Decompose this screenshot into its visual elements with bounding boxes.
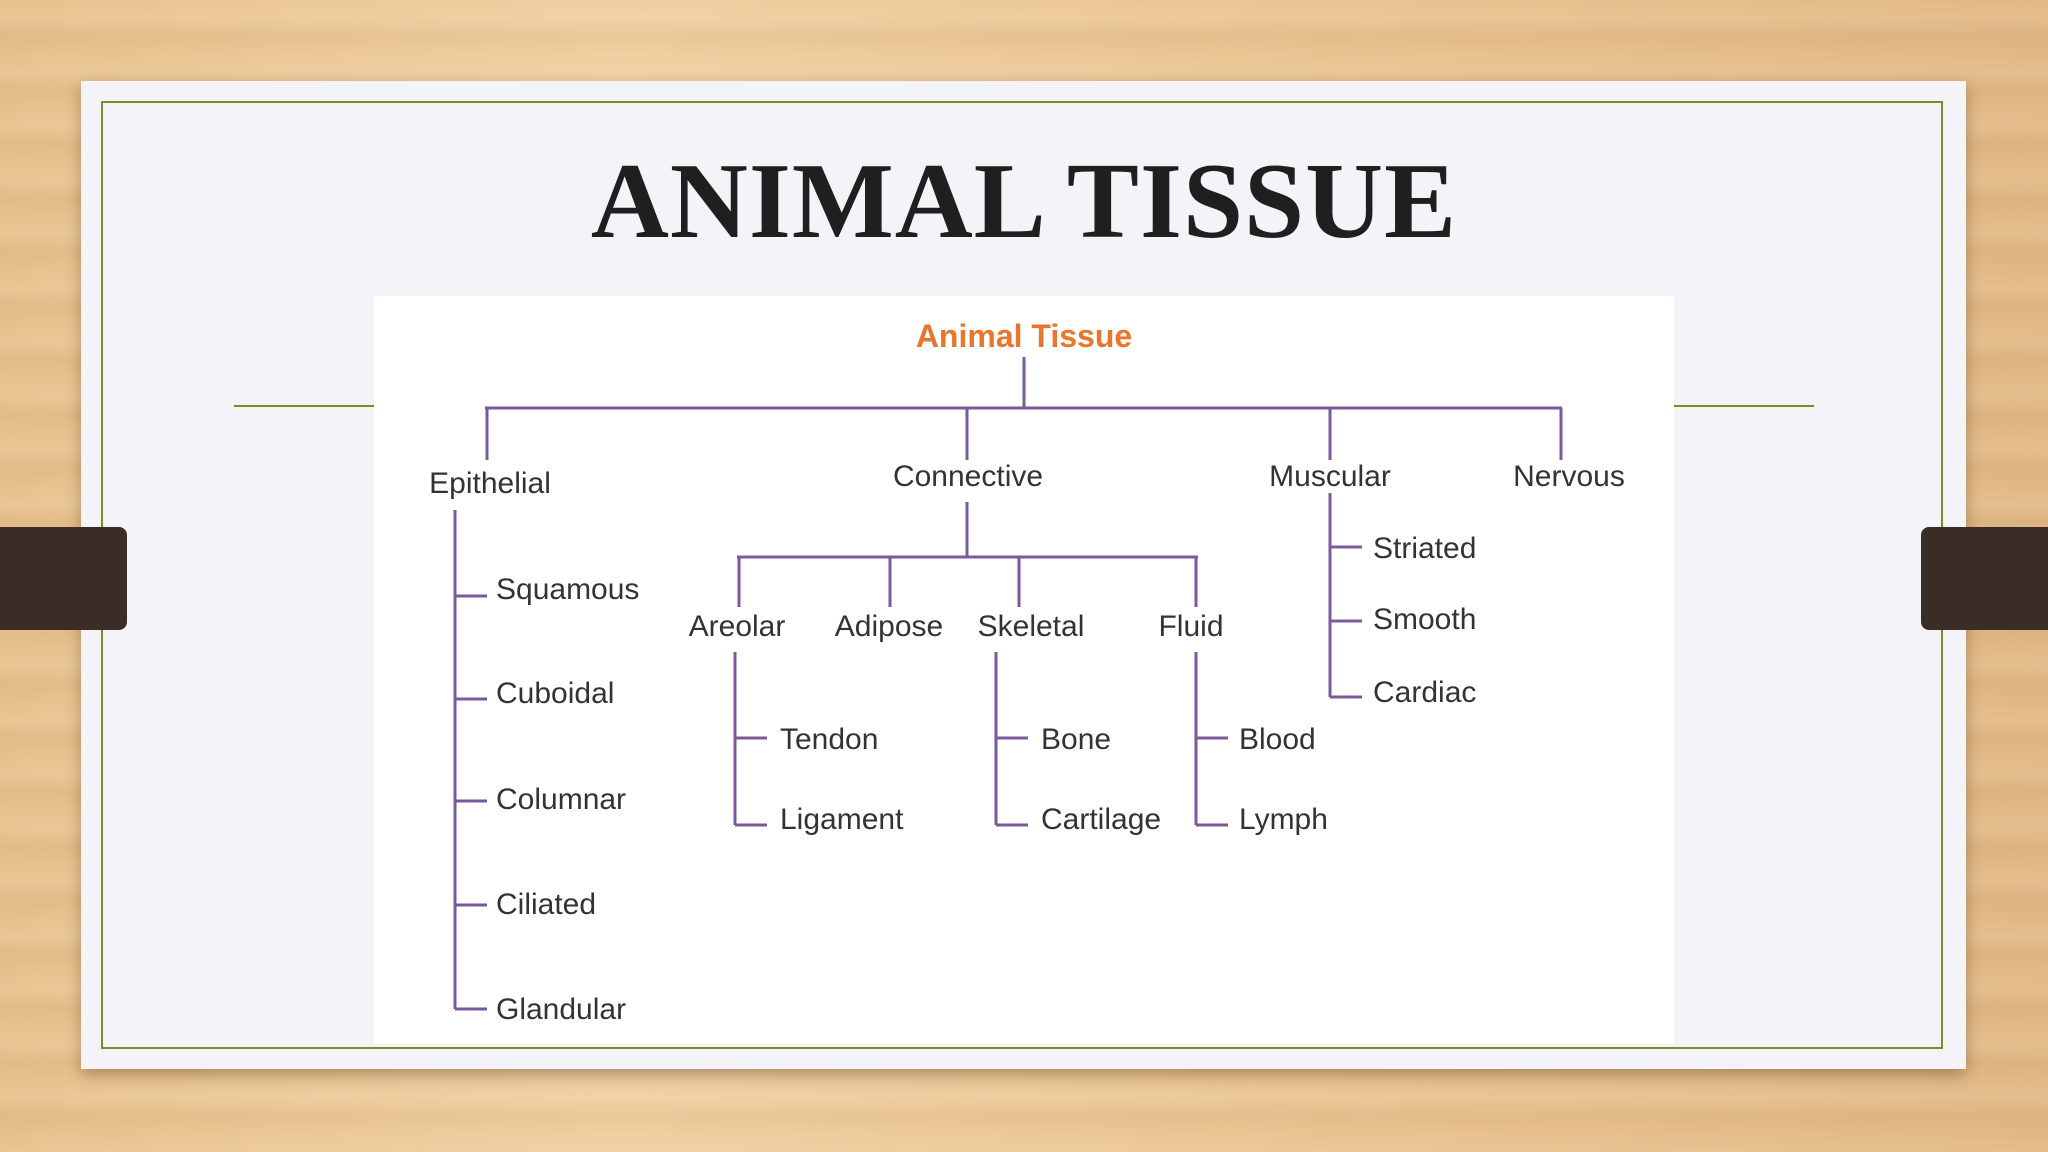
- diagram-panel: [374, 296, 1674, 1044]
- node-bone: Bone: [1041, 723, 1111, 756]
- slide-title: ANIMAL TISSUE: [590, 142, 1458, 261]
- node-cuboidal: Cuboidal: [496, 677, 614, 710]
- node-epithelial: Epithelial: [429, 467, 551, 500]
- node-nervous: Nervous: [1513, 460, 1625, 493]
- node-columnar: Columnar: [496, 783, 626, 816]
- node-glandular: Glandular: [496, 993, 626, 1026]
- node-striated: Striated: [1373, 532, 1476, 565]
- node-fluid: Fluid: [1158, 610, 1223, 643]
- node-tendon: Tendon: [780, 723, 878, 756]
- node-cardiac: Cardiac: [1373, 676, 1476, 709]
- title-rule-left: [234, 405, 374, 407]
- node-squamous: Squamous: [496, 573, 639, 606]
- node-adipose: Adipose: [835, 610, 943, 643]
- node-smooth: Smooth: [1373, 603, 1476, 636]
- binder-tab-right: [1921, 527, 2048, 630]
- node-connective: Connective: [893, 460, 1043, 493]
- node-ligament: Ligament: [780, 803, 904, 836]
- title-rule-right: [1674, 405, 1814, 407]
- node-cartilage: Cartilage: [1041, 803, 1161, 836]
- root-node: Animal Tissue: [916, 318, 1132, 354]
- node-muscular: Muscular: [1269, 460, 1391, 493]
- binder-tab-left: [0, 527, 127, 630]
- node-areolar: Areolar: [689, 610, 786, 643]
- node-lymph: Lymph: [1239, 803, 1328, 836]
- node-skeletal: Skeletal: [978, 610, 1085, 643]
- node-blood: Blood: [1239, 723, 1316, 756]
- node-ciliated: Ciliated: [496, 888, 596, 921]
